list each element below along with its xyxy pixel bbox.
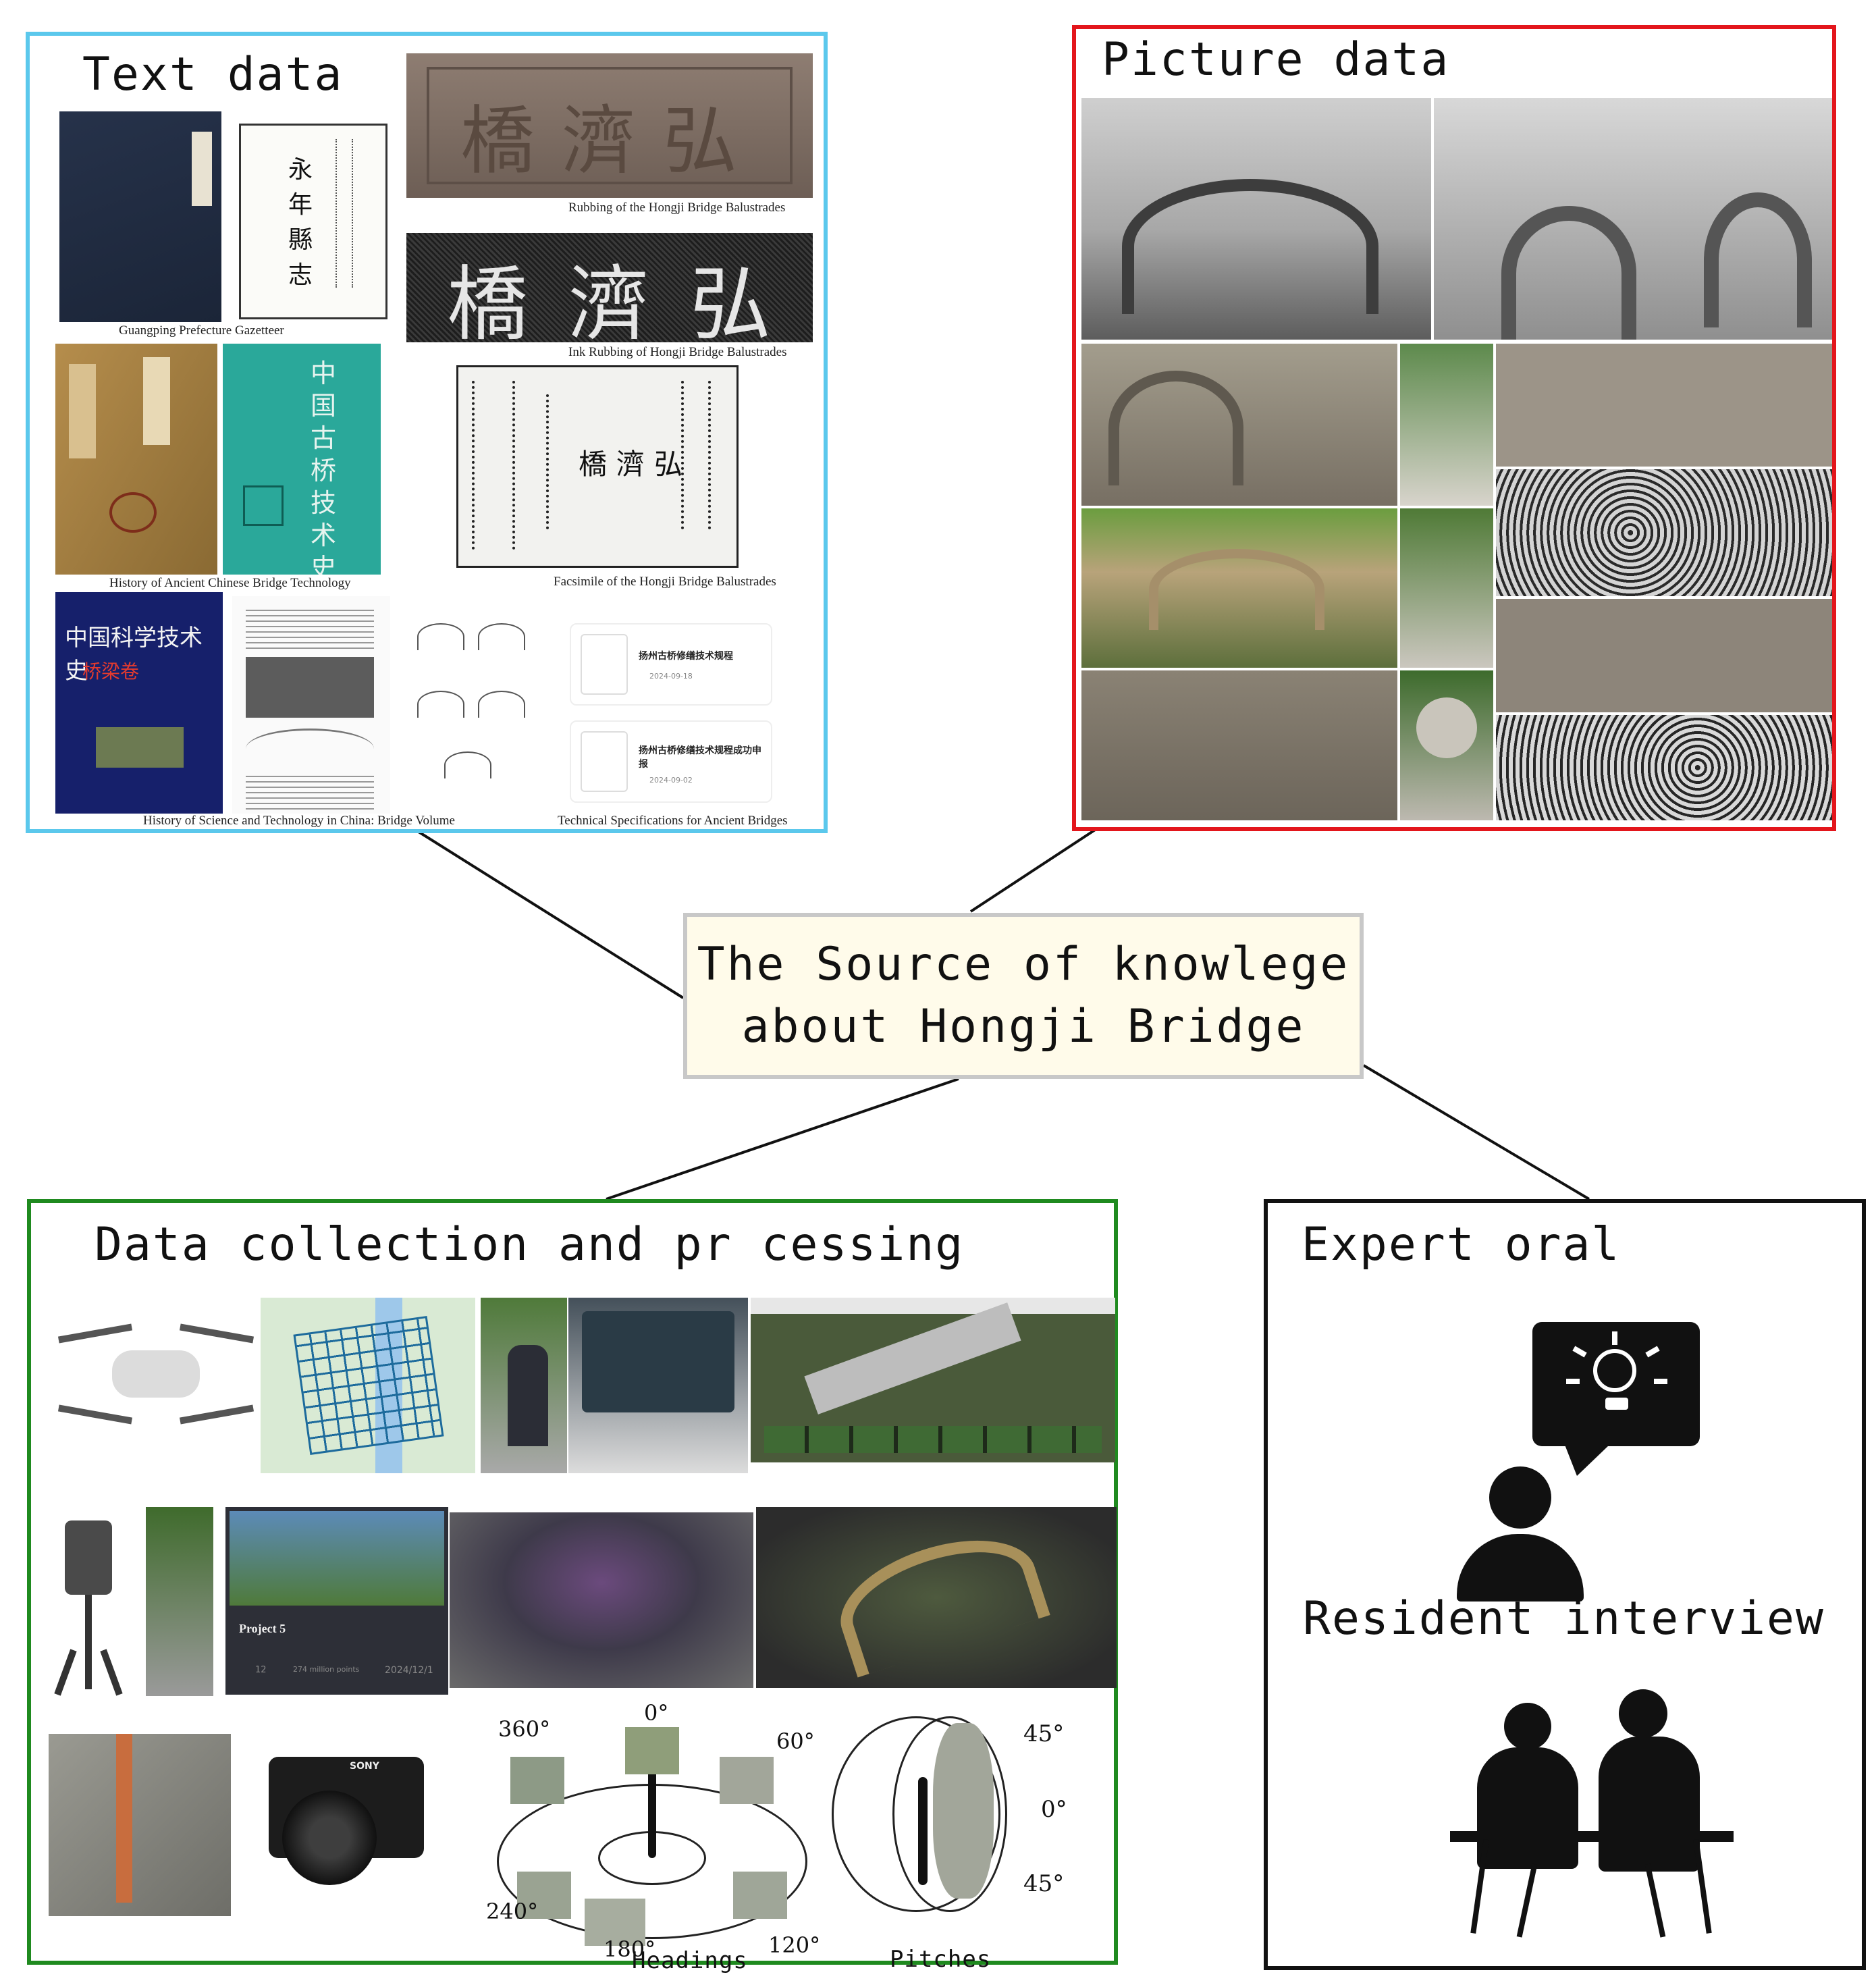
connector-text: [417, 830, 685, 999]
pitches-label: Pitches: [890, 1946, 992, 1973]
gazetteer-title-page: 永年縣志: [239, 124, 387, 319]
headings-label: Headings: [632, 1947, 748, 1974]
rubbing-stone-photo: 橋濟弘: [406, 53, 813, 198]
carving-photo-1: [1496, 344, 1832, 467]
data-collection-panel: Data collection and pr cessing Project 5…: [27, 1199, 1118, 1974]
project-label: Project 5: [239, 1622, 286, 1635]
pitch-angle-45-bottom: 45°: [1023, 1870, 1065, 1897]
processing-software-screen: [751, 1298, 1115, 1462]
facsimile-chars: 橋濟弘: [579, 448, 693, 481]
historic-bridge-photo-2: [1434, 98, 1832, 340]
caption-specs: Technical Specifications for Ancient Bri…: [558, 814, 788, 828]
picture-data-panel: Picture data: [1072, 25, 1836, 831]
historic-bridge-photo-1: [1081, 98, 1431, 340]
center-title-line-2: about Hongji Bridge: [741, 1000, 1306, 1053]
center-title-line-1: The Source of knowlege: [697, 938, 1350, 991]
rubbing-stone-chars: 橋濟弘: [460, 98, 764, 184]
stone-ball-photo: [1400, 670, 1493, 820]
headings-diagram: 360° 0° 60° 240° 180° 120°: [486, 1700, 820, 1962]
pitch-angle-0: 0°: [1041, 1796, 1067, 1823]
measuring-tape-photo: [49, 1734, 231, 1916]
bridge-tech-book-title: 中国古桥技术史: [311, 359, 337, 575]
heading-angle-60: 60°: [776, 1728, 815, 1754]
spec-doc-card-2[interactable]: 扬州古桥修缮技术规程成功申报 2024-09-02: [570, 720, 772, 803]
pitches-diagram: 45° 0° 45°: [832, 1710, 1102, 1912]
bridge-river-photo: [1081, 508, 1397, 668]
yongnian-title: 永年縣志: [288, 156, 313, 289]
lion-statue-photo-1: [1400, 344, 1493, 506]
bridge-tech-book-cover: 中国古桥技术史: [223, 344, 381, 575]
caption-facsimile: Facsimile of the Hongji Bridge Balustrad…: [554, 575, 776, 589]
expert-oral-panel: Expert oral Resident interview: [1264, 1199, 1866, 1970]
project-date: 2024/12/1: [385, 1665, 433, 1676]
resident-interview-title: Resident interview: [1303, 1592, 1825, 1645]
heading-angle-0: 0°: [644, 1700, 669, 1726]
caption-ink-rubbing: Ink Rubbing of Hongji Bridge Balustrades: [568, 345, 787, 359]
lightbulb-icon: [1593, 1349, 1636, 1392]
expert-oral-title: Expert oral: [1302, 1218, 1621, 1271]
science-history-page: [232, 596, 390, 814]
heading-angle-360: 360°: [498, 1716, 551, 1742]
arch-stone-photo: [1081, 344, 1397, 506]
text-data-title: Text data: [82, 48, 344, 101]
pitch-angle-45-top: 45°: [1023, 1720, 1065, 1747]
interview-silhouette-icon: [1450, 1689, 1734, 1939]
science-cover-sub: 桥梁卷: [82, 660, 140, 683]
heading-angle-240: 240°: [486, 1899, 539, 1924]
ink-rubbing-photo: 橋濟弘: [406, 233, 813, 342]
keystone-carving-photo: [1081, 670, 1397, 820]
carving-rubbing-photo-1: [1496, 469, 1832, 596]
facsimile-photo: 橋濟弘: [456, 365, 739, 568]
caption-science-history: History of Science and Technology in Chi…: [143, 814, 455, 828]
carving-photo-2: [1496, 599, 1832, 712]
connector-collection: [606, 1078, 959, 1200]
lion-statue-photo-2: [1400, 508, 1493, 668]
controller-screen-photo: [568, 1298, 748, 1473]
data-collection-title: Data collection and pr cessing: [95, 1218, 965, 1271]
science-cover-title: 中国科学技术史: [65, 625, 203, 685]
drone-photo: [45, 1303, 267, 1452]
connector-picture: [969, 822, 1106, 913]
point-cloud-sparse: [450, 1512, 753, 1688]
spec-doc-2-title: 扬州古桥修缮技术规程成功申报: [639, 745, 761, 770]
ancient-book-photo: [55, 344, 217, 575]
scanning-site-photo: [146, 1507, 213, 1696]
project-card[interactable]: Project 5 12 274 million points 2024/12/…: [225, 1507, 448, 1695]
text-data-panel: Text data 永年縣志 Guangping Prefecture Gaze…: [26, 32, 828, 833]
caption-history-tech: History of Ancient Chinese Bridge Techno…: [109, 576, 351, 590]
expert-person-icon: [1454, 1466, 1589, 1602]
ink-rubbing-chars: 橋濟弘: [447, 258, 811, 342]
spec-doc-1-title: 扬州古桥修缮技术规程: [639, 651, 733, 662]
camera-photo: SONY: [255, 1737, 437, 1909]
caption-rubbing: Rubbing of the Hongji Bridge Balustrades: [568, 201, 786, 215]
laser-scanner-photo: [45, 1514, 132, 1696]
science-history-cover: 中国科学技术史 桥梁卷: [55, 592, 223, 814]
operator-photo: [481, 1298, 567, 1473]
knowledge-source-box: The Source of knowlege about Hongji Brid…: [683, 913, 1364, 1079]
heading-angle-120: 120°: [768, 1932, 821, 1958]
spec-doc-2-date: 2024-09-02: [649, 776, 693, 785]
flight-plan-map: [261, 1298, 475, 1473]
project-count: 12: [255, 1665, 267, 1675]
caption-gazetteer: Guangping Prefecture Gazetteer: [119, 323, 284, 338]
connector-expert: [1362, 1064, 1590, 1200]
arch-diagram-page: [404, 603, 566, 812]
point-cloud-bridge: [756, 1507, 1117, 1688]
spec-doc-1-date: 2024-09-18: [649, 672, 693, 681]
idea-speech-bubble-icon: [1532, 1322, 1700, 1446]
gazetteer-book-cover: [59, 111, 221, 322]
heading-angle-180: 180°: [604, 1936, 656, 1962]
picture-data-title: Picture data: [1102, 33, 1450, 86]
project-points: 274 million points: [293, 1665, 360, 1674]
camera-brand: SONY: [350, 1761, 379, 1772]
spec-doc-card-1[interactable]: 扬州古桥修缮技术规程 2024-09-18: [570, 623, 772, 706]
carving-rubbing-photo-2: [1496, 715, 1832, 820]
